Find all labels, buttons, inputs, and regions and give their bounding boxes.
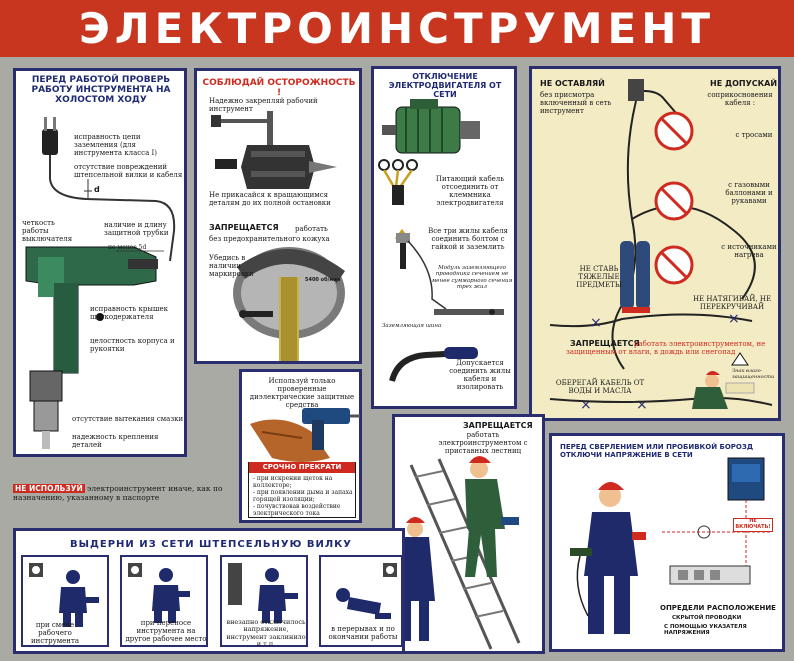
ladder-illustration (399, 456, 521, 650)
check-5d-text: не менее 5d (108, 244, 147, 251)
unplug-icon-3 (228, 563, 298, 623)
note-misuse-text: электроинструмент иначе, как по назначен… (13, 484, 223, 502)
cable-forbid-label: ЗАПРЕЩАЕТСЯ (570, 339, 640, 348)
caution-rotate-text: Не прикасайся к вращающимся деталям до и… (209, 191, 331, 208)
caution-secure-text: Надежно закрепляй рабочий инструмент (209, 97, 318, 114)
title-bar: ЭЛЕКТРОИНСТРУМЕНТ (0, 0, 794, 57)
panel-caution-header: СОБЛЮДАЙ ОСТОРОЖНОСТЬ ! (202, 78, 356, 98)
cable-no-contact-text: соприкосновения кабеля : (707, 91, 773, 108)
unplug-icon-1 (29, 563, 99, 627)
caution-forbid-label: ЗАПРЕЩАЕТСЯ (209, 223, 279, 232)
drilling-header: ПЕРЕД СВЕРЛЕНИЕМ ИЛИ ПРОБИВКОЙ БОРОЗД ОТ… (560, 443, 754, 459)
grinder-mark: 5400 об/мин (305, 277, 341, 283)
unplug-icon-2 (128, 563, 190, 623)
drilling-illustration (570, 457, 772, 634)
cable-twist-text: НЕ НАТЯГИВАЙ, НЕ ПЕРЕКРУЧИВАЙ (692, 295, 772, 312)
label-d: d (94, 185, 100, 194)
unplug-text-3: внезапно отключилось напряжение, инструм… (226, 618, 306, 649)
unplug-text-1: при смене рабочего инструмента (30, 621, 80, 646)
panel-protective: Используй только проверенные диэлектриче… (239, 369, 362, 523)
check-body-text: целостность корпуса и рукоятки (90, 337, 175, 354)
cable-gas-text: с газовыми баллонами и рукавами (725, 181, 773, 206)
svg-text:×: × (580, 397, 592, 413)
check-parts-text: надежность крепления деталей (72, 433, 159, 450)
panel-disconnect-header: ОТКЛЮЧЕНИЕ ЭЛЕКТРОДВИГАТЕЛЯ ОТ СЕТИ (388, 72, 502, 99)
cable-sign-text: Знак влаго-защищенности (732, 368, 775, 380)
disconnect-insulate-text: Допускается соединить жилы кабеля и изол… (449, 359, 511, 392)
cable-forbid-text: работать электроинструментом, не защищен… (566, 340, 766, 357)
gloves-illustration (250, 408, 360, 462)
svg-text:×: × (590, 315, 602, 331)
svg-text:×: × (636, 397, 648, 413)
cable-no-leave-label: НЕ ОСТАВЛЯЙ (540, 79, 605, 88)
drilling-footer-2: СКРЫТОЙ ПРОВОДКИ (672, 615, 742, 621)
unplug-case-4: в перерывах и по окончании работы (319, 555, 403, 647)
check-ground-text: исправность цепи заземления (для инструм… (74, 133, 157, 158)
check-plug-text: отсутствие повреждений штепсельной вилки… (74, 163, 183, 180)
cable-illustration: × × × × (549, 79, 773, 413)
panel-check-header: ПЕРЕД РАБОТОЙ ПРОВЕРЬ РАБОТУ ИНСТРУМЕНТА… (31, 75, 171, 105)
ladder-forbid-label: ЗАПРЕЩАЕТСЯ (463, 421, 533, 430)
disconnect-bolt-text: Все три жилы кабеля соединить болтом с г… (428, 227, 508, 252)
check-tube-text: наличие и длину защитной трубки (104, 221, 169, 238)
panel-check-tool: ПЕРЕД РАБОТОЙ ПРОВЕРЬ РАБОТУ ИНСТРУМЕНТА… (13, 68, 187, 457)
panel-disconnect-motor: ОТКЛЮЧЕНИЕ ЭЛЕКТРОДВИГАТЕЛЯ ОТ СЕТИ Пита… (371, 66, 517, 409)
check-oil-text: отсутствие вытекания смазки (72, 415, 184, 423)
unplug-header: ВЫДЕРНИ ИЗ СЕТИ ШТЕПСЕЛЬНУЮ ВИЛКУ (69, 539, 353, 550)
unplug-icon-4 (336, 563, 397, 619)
check-switch-text: четкость работы выключателя (22, 219, 73, 244)
stop-current-text: - почувствовав воздействие электрическог… (253, 503, 341, 517)
unplug-case-3: внезапно отключилось напряжение, инструм… (220, 555, 308, 649)
panel-caution: СОБЛЮДАЙ ОСТОРОЖНОСТЬ ! Надежно закрепля… (194, 68, 362, 364)
cable-heavy-text: НЕ СТАВЬ ТЯЖЕЛЫЕ ПРЕДМЕТЫ (576, 265, 622, 290)
stop-work-box: СРОЧНО ПРЕКРАТИ РАБОТУ : - при искрении … (248, 462, 356, 518)
caution-guard-text: без предохранительного кожуха (209, 235, 330, 243)
panel-ladder: ЗАПРЕЩАЕТСЯ работать электроинструментом… (392, 414, 545, 654)
panel-unplug: ВЫДЕРНИ ИЗ СЕТИ ШТЕПСЕЛЬНУЮ ВИЛКУ при см… (13, 528, 405, 654)
cable-water-text: ОБЕРЕГАЙ КАБЕЛЬ ОТ ВОДЫ И МАСЛА (555, 379, 645, 396)
disconnect-cable-text: Питающий кабель отсоединить от клеммника… (435, 175, 505, 208)
stop-brush-text: - при искрении щеток на коллекторе; (253, 475, 333, 489)
ladder-text: работать электроинструментом с приставны… (438, 431, 528, 456)
panel-cable-safety: НЕ ОСТАВЛЯЙ без присмотра включенный в с… (529, 66, 781, 421)
stop-smoke-text: - при появлении дыма и запаха горящей из… (253, 489, 353, 503)
drilling-footer-3: С ПОМОЩЬЮ УКАЗАТЕЛЯ НАПРЯЖЕНИЯ (664, 624, 747, 637)
disconnect-wire-text: Модуль заземляющего проводника сечением … (431, 265, 513, 290)
unplug-case-1: при смене рабочего инструмента (21, 555, 109, 647)
check-brush-text: исправность крышек щеткодержателя (90, 305, 169, 322)
cable-no-leave-text: без присмотра включенный в сеть инструме… (540, 91, 612, 116)
plug-illustration (25, 117, 176, 449)
unplug-text-2: при переносе инструмента на другое рабоч… (125, 619, 207, 644)
page-title: ЭЛЕКТРОИНСТРУМЕНТ (78, 3, 716, 53)
unplug-case-2: при переносе инструмента на другое рабоч… (120, 555, 208, 647)
drilling-sign: НЕ ВКЛЮЧАТЬ! (733, 518, 773, 532)
panel-drilling: ПЕРЕД СВЕРЛЕНИЕМ ИЛИ ПРОБИВКОЙ БОРОЗД ОТ… (549, 433, 785, 652)
cable-no-contact-label: НЕ ДОПУСКАЙ (710, 79, 778, 88)
caution-work-text: работать (295, 225, 328, 233)
motor-illustration (378, 99, 504, 382)
cable-heat-text: с источниками нагрева (721, 243, 777, 260)
caution-marking-text: Убедись в наличии маркировки (209, 254, 254, 279)
cable-rope-text: с тросами (735, 131, 773, 139)
protective-text: Используй только проверенные диэлектриче… (249, 377, 355, 410)
chuck-illustration (211, 111, 345, 361)
drilling-footer-1: ОПРЕДЕЛИ РАСПОЛОЖЕНИЕ (660, 604, 776, 612)
unplug-text-4: в перерывах и по окончании работы (328, 625, 398, 642)
svg-text:×: × (728, 311, 740, 327)
note-misuse-label: НЕ ИСПОЛЬЗУЙ (13, 484, 85, 493)
disconnect-bus-text: Заземляющая шина (382, 323, 442, 329)
stop-work-label: СРОЧНО ПРЕКРАТИ РАБОТУ : (249, 462, 355, 482)
note-misuse: НЕ ИСПОЛЬЗУЙ электроинструмент иначе, ка… (13, 484, 235, 502)
